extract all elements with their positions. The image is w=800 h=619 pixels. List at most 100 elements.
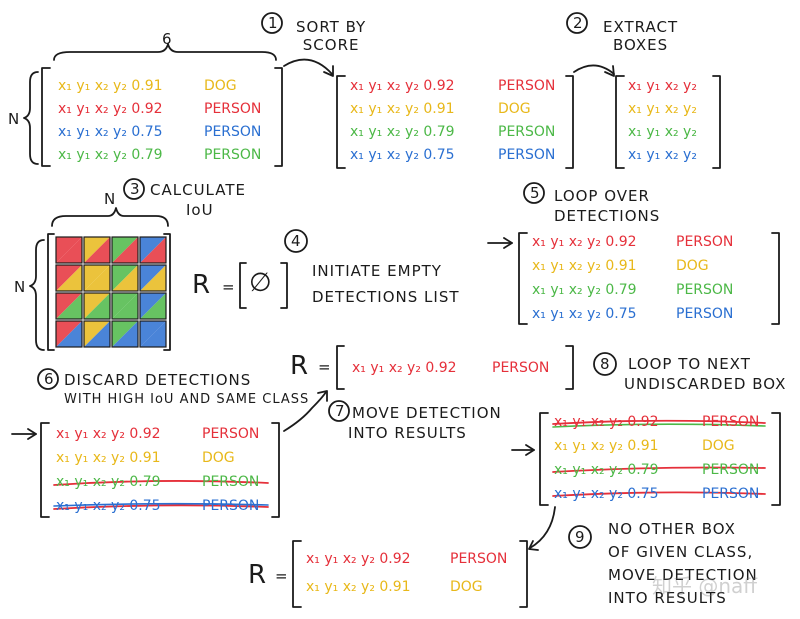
- iou-cell: [139, 264, 167, 292]
- iou-cell-lower: [112, 265, 138, 291]
- boxes-row-coords: x₁ y₁ x₂ y₂: [628, 78, 697, 94]
- step-3-number: 3: [130, 180, 140, 198]
- next-row-coords: x₁ y₁ x₂ y₂ 0.92: [554, 414, 659, 430]
- step-3-line-1: CALCULATE: [150, 181, 246, 199]
- iou-cell: [139, 320, 167, 348]
- iou-cell-lower: [56, 321, 82, 347]
- boxes-row: x₁ y₁ x₂ y₂: [628, 78, 697, 94]
- iou-cell: [139, 292, 167, 320]
- iou-cols-label: N: [104, 190, 117, 208]
- loop-row-class: PERSON: [676, 306, 734, 322]
- step-6-line-1: DISCARD DETECTIONS: [64, 371, 252, 389]
- iou-cell: [111, 320, 139, 348]
- initial-row-class: PERSON: [204, 124, 262, 140]
- boxes-row-coords: x₁ y₁ x₂ y₂: [628, 124, 697, 140]
- step-9-line-2: OF GIVEN CLASS,: [608, 543, 754, 561]
- initial-row-class: PERSON: [204, 147, 262, 163]
- step-7-number: 7: [335, 402, 345, 420]
- step-8-number: 8: [600, 355, 610, 373]
- step-9-circle: [568, 525, 592, 549]
- iou-cell-lower: [112, 237, 138, 263]
- next-row-class: PERSON: [702, 414, 760, 430]
- final-row-class: DOG: [450, 579, 483, 595]
- step-1-line-2: SCORE: [302, 36, 360, 54]
- iou-cell: [83, 292, 111, 320]
- loop-row-class: PERSON: [676, 234, 734, 250]
- step-9-line-1: NO OTHER BOX: [608, 520, 736, 538]
- discard-row-coords: x₁ y₁ x₂ y₂ 0.75: [56, 498, 161, 514]
- column-count-label: 6: [162, 30, 173, 48]
- next-row-coords: x₁ y₁ x₂ y₂ 0.75: [554, 486, 659, 502]
- step-6-circle: [37, 368, 59, 390]
- equals-final: =: [275, 567, 289, 585]
- step-4-line-2: DETECTIONS LIST: [312, 288, 460, 306]
- boxes-row-coords: x₁ y₁ x₂ y₂: [628, 101, 697, 117]
- step-8-line-2: UNDISCARDED BOX: [624, 375, 787, 393]
- final-row-coords: x₁ y₁ x₂ y₂ 0.91: [306, 579, 411, 595]
- iou-grid: [55, 236, 167, 348]
- step-4-line-1: INITIATE EMPTY: [312, 262, 442, 280]
- step-3-label: CALCULATE IoU: [150, 180, 246, 220]
- step-7-line-1: MOVE DETECTION: [352, 404, 502, 422]
- iou-cell-lower: [56, 265, 82, 291]
- boxes-row: x₁ y₁ x₂ y₂: [628, 124, 697, 140]
- next-row-coords: x₁ y₁ x₂ y₂ 0.91: [554, 438, 659, 454]
- iou-cell: [111, 264, 139, 292]
- step-6-label: DISCARD DETECTIONS WITH HIGH IoU AND SAM…: [64, 370, 309, 410]
- iou-cell: [55, 292, 83, 320]
- step-2-label: EXTRACT BOXES: [603, 18, 678, 54]
- next-row-class: PERSON: [702, 486, 760, 502]
- step-5-circle: [523, 182, 545, 204]
- step-6-number: 6: [44, 370, 54, 388]
- discard-row: x₁ y₁ x₂ y₂ 0.75 PERSON: [56, 498, 259, 514]
- step-5-label: LOOP OVER DETECTIONS: [554, 186, 660, 226]
- equals-empty: =: [222, 278, 236, 296]
- discard-row-coords: x₁ y₁ x₂ y₂ 0.92: [56, 426, 161, 442]
- step-2-line-2: BOXES: [612, 36, 669, 54]
- iou-cell: [83, 320, 111, 348]
- step-9-line-3: MOVE DETECTION: [608, 566, 758, 584]
- step-2-circle: [566, 12, 588, 34]
- strike-next-1-green: [552, 423, 766, 428]
- step-6-line-2: WITH HIGH IoU AND SAME CLASS: [64, 392, 310, 407]
- sorted-row-class: PERSON: [498, 78, 556, 94]
- iou-cell: [111, 236, 139, 264]
- iou-cell: [139, 236, 167, 264]
- iou-cell-lower: [84, 293, 110, 319]
- step-9-line-4: INTO RESULTS: [608, 589, 727, 607]
- iou-cell-lower: [56, 237, 82, 263]
- sorted-row-coords: x₁ y₁ x₂ y₂ 0.75: [350, 147, 455, 163]
- sorted-row-class: DOG: [498, 101, 531, 117]
- next-row: x₁ y₁ x₂ y₂ 0.75 PERSON: [554, 486, 759, 502]
- iou-cell-lower: [84, 265, 110, 291]
- strike-next-1: [552, 419, 766, 425]
- iou-cell-lower: [84, 321, 110, 347]
- discard-row-class: PERSON: [202, 474, 260, 490]
- step-7-line-2: INTO RESULTS: [348, 424, 467, 442]
- discard-row-class: DOG: [202, 450, 235, 466]
- step-1-label: SORT BY SCORE: [296, 18, 366, 54]
- discard-row-class: PERSON: [202, 498, 260, 514]
- results-symbol-1: R: [290, 351, 309, 381]
- iou-cell: [55, 320, 83, 348]
- initial-row-class: DOG: [204, 78, 237, 94]
- step-1-circle: [261, 12, 283, 34]
- step-1-line-1: SORT BY: [296, 18, 367, 36]
- step-8-line-1: LOOP TO NEXT: [628, 355, 751, 373]
- initial-row-coords: x₁ y₁ x₂ y₂ 0.92: [58, 101, 163, 117]
- step-2-number: 2: [573, 14, 583, 32]
- step-5-line-2: DETECTIONS: [554, 207, 661, 225]
- empty-set-symbol: ∅: [249, 268, 272, 298]
